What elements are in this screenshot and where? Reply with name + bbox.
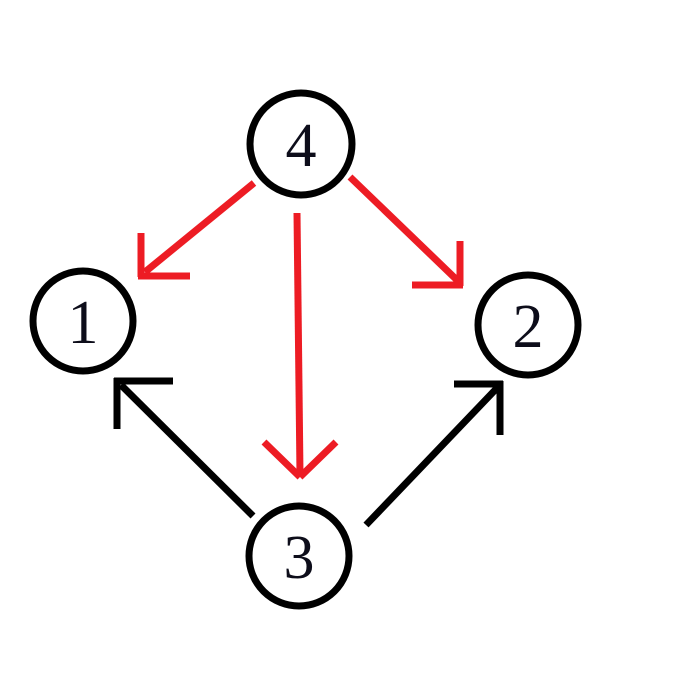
edge-4-to-1[interactable] (137, 180, 257, 280)
edge-3-to-2[interactable] (363, 380, 504, 528)
edges-layer (113, 174, 504, 528)
edge-4-to-2[interactable] (347, 174, 464, 289)
edge-4-to-1-shaft (142, 180, 257, 275)
edge-4-to-3-arrowhead-stroke-a (261, 439, 303, 480)
edge-3-to-2-shaft (363, 385, 500, 528)
edge-4-to-3-arrowhead-stroke-b (297, 439, 339, 480)
node-4[interactable]: 4 (246, 89, 356, 199)
node-3-label: 3 (284, 524, 315, 592)
node-4-label: 4 (286, 112, 317, 180)
node-2-circle[interactable] (474, 271, 582, 379)
node-1[interactable]: 1 (29, 267, 137, 375)
node-2[interactable]: 2 (474, 271, 582, 379)
node-3[interactable]: 3 (245, 502, 353, 610)
edge-4-to-2-shaft (347, 174, 462, 285)
node-4-circle[interactable] (246, 89, 356, 199)
node-2-label: 2 (513, 293, 544, 361)
nodes-layer: 1 2 3 4 (29, 89, 582, 610)
node-1-label: 1 (68, 289, 99, 357)
node-1-circle[interactable] (29, 267, 137, 375)
node-3-circle[interactable] (245, 502, 353, 610)
edge-3-to-1-shaft (118, 382, 256, 519)
edge-4-to-3-shaft (293, 212, 304, 476)
edge-3-to-1[interactable] (113, 377, 256, 519)
edge-4-to-3[interactable] (261, 212, 339, 480)
